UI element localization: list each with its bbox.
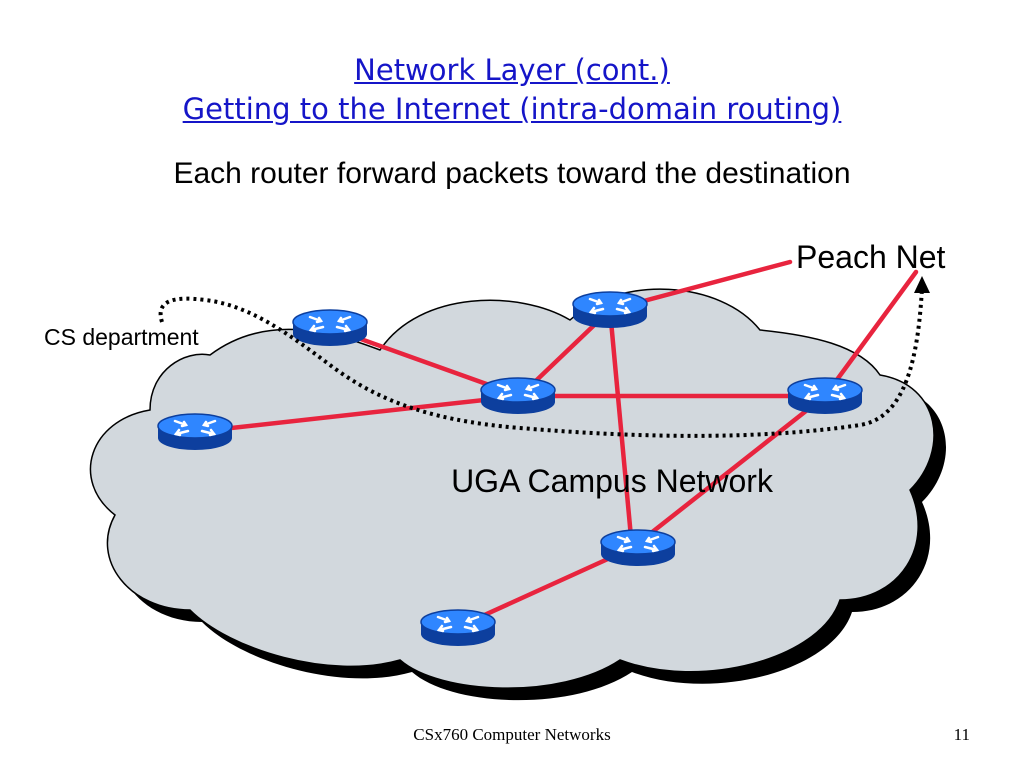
router-southwest-icon [419,608,497,648]
link-r2-r4 [192,393,523,435]
router-west-icon [156,412,234,452]
router-edge-icon [786,376,864,416]
cs-department-label: CS department [44,324,199,350]
slide-title: Network Layer (cont.) [354,53,670,87]
link-r3-r6 [607,307,635,551]
page-number: 11 [953,725,970,744]
slide-caption: Each router forward packets toward the d… [173,157,851,190]
slide-subtitle-link: Getting to the Internet (intra-domain ro… [182,92,842,126]
campus-cloud [89,288,935,689]
path-arrowhead [914,276,930,293]
peach-net-label: Peach Net [796,239,946,275]
footer-course: CSx760 Computer Networks [413,725,611,744]
link-r5-peach [822,269,919,399]
router-core-icon [479,376,557,416]
router-gateway-icon [571,290,649,330]
cloud-label: UGA Campus Network [451,463,774,499]
router-south-icon [599,528,677,568]
router-cs-icon [291,308,369,348]
link-r5-r6 [629,393,828,551]
